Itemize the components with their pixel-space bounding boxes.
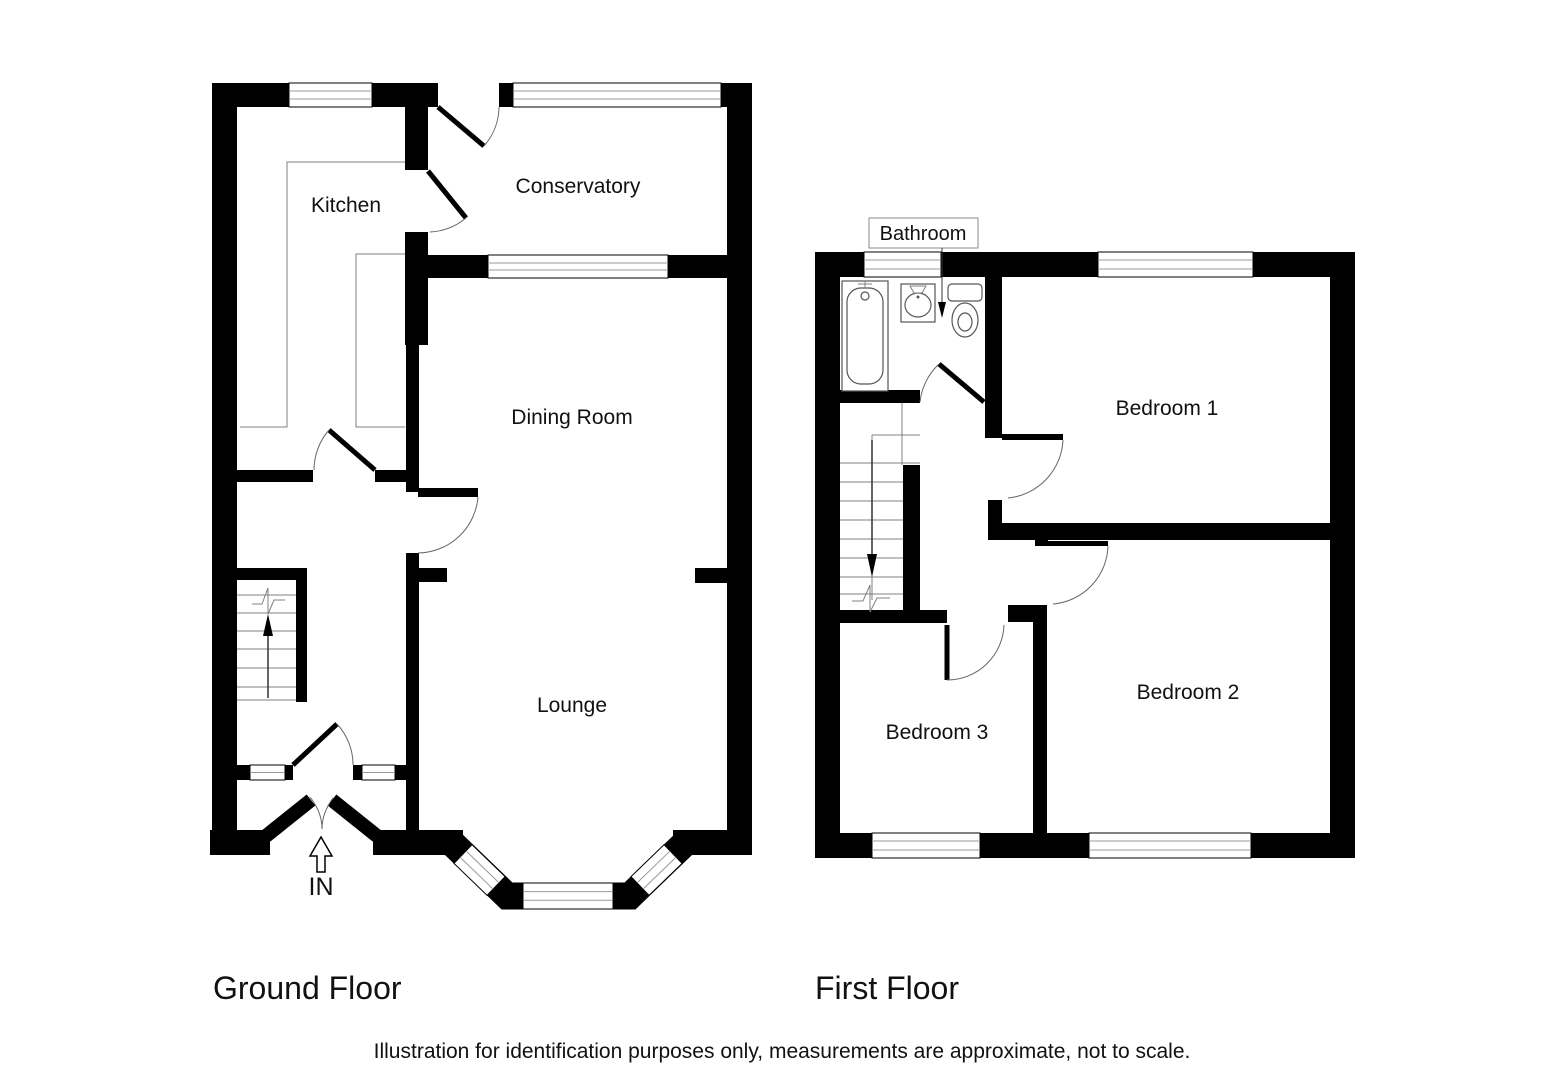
bedroom2-door bbox=[1048, 541, 1109, 605]
bedroom3-window bbox=[871, 832, 981, 859]
ground-floor-interior-walls bbox=[237, 107, 727, 830]
kitchen-door bbox=[313, 428, 377, 472]
toilet-icon bbox=[947, 283, 983, 338]
bay-window bbox=[442, 833, 695, 910]
conservatory-label: Conservatory bbox=[516, 175, 641, 198]
ground-floor-stairs bbox=[235, 568, 307, 702]
first-floor-windows bbox=[863, 251, 1254, 859]
bedroom3-label: Bedroom 3 bbox=[886, 721, 989, 744]
kitchen-label: Kitchen bbox=[311, 194, 381, 217]
porch-window-left bbox=[249, 764, 286, 781]
bedroom1-label: Bedroom 1 bbox=[1116, 397, 1219, 420]
ground-floor-windows bbox=[249, 82, 722, 781]
first-floor-title: First Floor bbox=[815, 970, 959, 1006]
kitchen-window bbox=[288, 82, 373, 108]
dining-room-label: Dining Room bbox=[511, 406, 632, 429]
first-floor-plan: Bathroom Bedroom 1 Bedroom 2 Bedroom 3 bbox=[815, 217, 1355, 859]
dining-room-door bbox=[417, 488, 479, 554]
first-floor-stairs bbox=[840, 403, 920, 613]
bathroom-window bbox=[863, 251, 942, 278]
bath-icon bbox=[841, 280, 889, 392]
bathroom-fixtures bbox=[841, 280, 983, 392]
first-floor-doors bbox=[919, 362, 1109, 681]
porch-window-right bbox=[361, 764, 396, 781]
ground-floor-title: Ground Floor bbox=[213, 970, 402, 1006]
bedroom1-window bbox=[1097, 251, 1254, 278]
conservatory-dining-window bbox=[487, 254, 669, 279]
sink-icon bbox=[900, 283, 936, 323]
bathroom-door bbox=[919, 362, 986, 404]
stairs-down-icon bbox=[867, 440, 877, 577]
entrance-arrow-icon bbox=[308, 835, 334, 873]
entrance-in-label: IN bbox=[309, 873, 334, 901]
kitchen-counter bbox=[240, 161, 405, 428]
bedroom2-window bbox=[1088, 832, 1252, 859]
bathroom-label: Bathroom bbox=[880, 223, 967, 245]
bathroom-leader-arrow bbox=[938, 248, 946, 318]
entrance-porch: IN bbox=[261, 794, 382, 901]
kitchen-conservatory-door bbox=[426, 169, 468, 233]
lounge-label: Lounge bbox=[537, 694, 607, 717]
ground-floor-plan: IN Kitchen Conservatory Dinin bbox=[210, 82, 752, 910]
ground-floor-doors bbox=[291, 105, 500, 767]
bedroom3-door bbox=[944, 624, 1005, 681]
first-floor-interior-walls bbox=[840, 277, 1330, 833]
bedroom1-door bbox=[1002, 434, 1064, 499]
conservatory-external-door bbox=[436, 105, 500, 148]
bedroom2-label: Bedroom 2 bbox=[1137, 681, 1240, 704]
disclaimer-text: Illustration for identification purposes… bbox=[374, 1040, 1191, 1063]
first-floor-exterior-walls bbox=[815, 252, 1355, 858]
front-door bbox=[291, 722, 354, 767]
stairs-up-icon bbox=[263, 614, 273, 698]
ground-floor-exterior-walls bbox=[210, 83, 752, 855]
conservatory-window bbox=[512, 82, 722, 108]
bathroom-callout: Bathroom bbox=[868, 217, 979, 318]
